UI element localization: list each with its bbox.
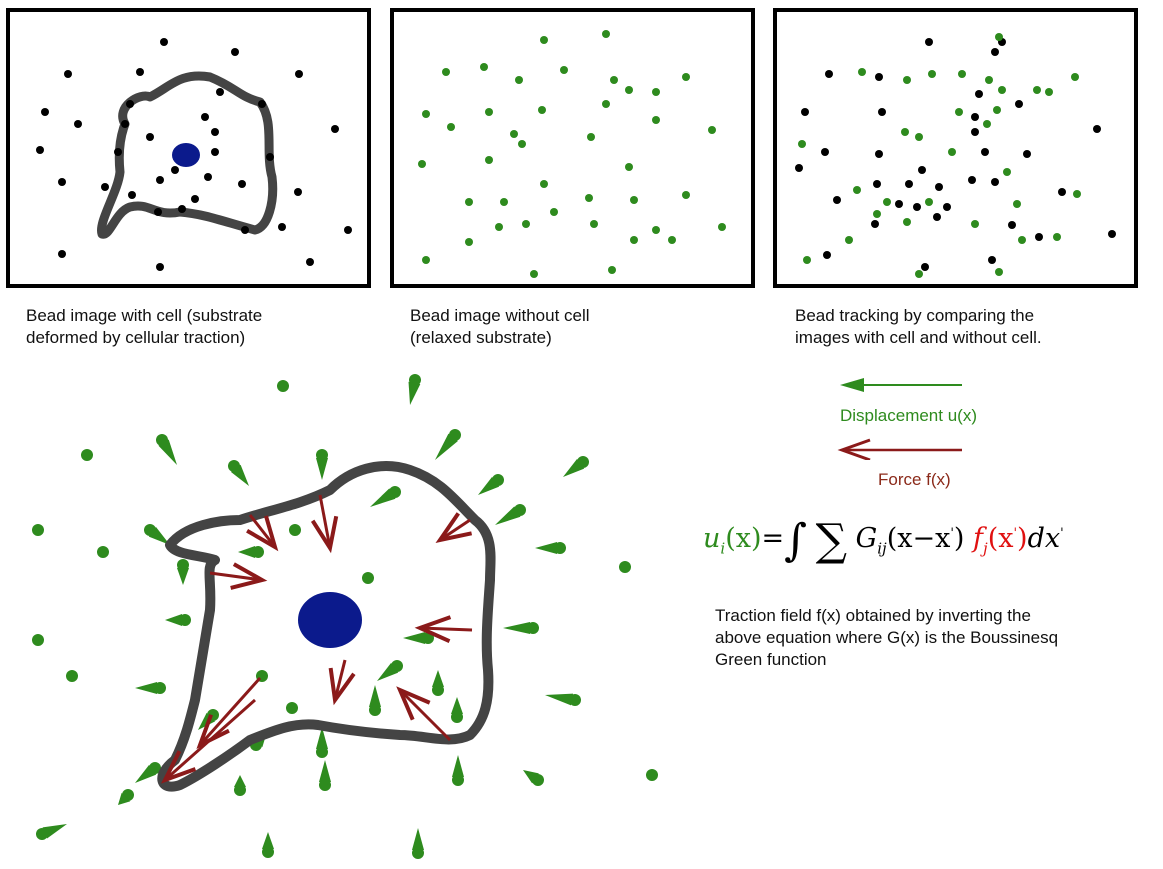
displacement-bead [369,685,381,716]
caption-with-cell: Bead image with cell (substrate deformed… [26,306,263,347]
cell-outline [97,71,278,239]
displacement-bead [535,542,566,554]
eq-G-sub: ij [877,539,887,558]
displacement-bead [451,697,463,723]
displacement-bead [262,832,274,858]
force-arrow [160,698,256,784]
displacement-bead [32,524,44,536]
tracking-green-beads [798,33,1081,278]
displacement-bead [495,504,526,525]
displacement-bead [97,546,109,558]
cell-outline-large [157,461,496,792]
eq-dx: dx [1027,523,1061,554]
displacement-bead [286,702,298,714]
eq-sum: ∑ [815,515,848,566]
displacement-bead [478,474,504,495]
eq-G-prime: ' [950,526,954,541]
displacement-bead [66,670,78,682]
bead-image-without-cell [418,30,726,278]
displacement-bead [523,770,544,786]
nucleus-large [298,592,362,648]
displacement-bead [316,449,328,480]
displacement-bead [408,374,421,405]
displacement-bead [156,434,177,465]
displacement-legend-arrow [840,378,962,392]
force-arrow [435,512,473,543]
nucleus [172,143,200,167]
bead-image-with-cell [36,38,352,271]
displacement-bead [319,760,331,791]
displacement-bead [370,486,401,507]
black-beads [36,38,352,271]
displacement-bead [619,561,631,573]
displacement-bead [32,634,44,646]
displacement-bead [412,828,424,859]
eq-u-sub: i [720,539,726,558]
traction-equation: ui(x)=∫ ∑ Gij(x−x') fj(x')dx' [703,515,1064,566]
traction-description: Traction field f(x) obtained by invertin… [715,606,1059,669]
displacement-bead [144,524,170,545]
displacement-bead [165,614,191,626]
eq-G: G [855,523,878,554]
displacement-bead [228,460,249,486]
panel-bead-tracking [773,8,1138,288]
displacement-bead [503,622,539,634]
eq-u-arg: (x) [725,523,762,554]
displacement-bead [316,727,328,758]
caption-bead-tracking: Bead tracking by comparing the images wi… [795,306,1042,347]
caption-without-cell: Bead image without cell (relaxed substra… [410,306,590,347]
force-arrow [414,615,473,643]
displacement-bead [135,762,161,783]
force-legend-arrow [837,438,962,460]
displacement-bead [377,660,403,681]
panel-with-cell [6,8,371,288]
eq-f-sub: j [983,539,988,558]
displacement-bead [238,546,264,558]
tracking-black-beads [795,38,1116,271]
force-arrow [209,562,268,590]
force-arrow [310,494,339,554]
displacement-bead [289,524,301,536]
displacement-label: Displacement u(x) [840,406,977,425]
displacement-bead [646,769,658,781]
eq-G-close: ) [953,523,965,554]
force-arrow [246,514,279,552]
green-beads [418,30,726,278]
eq-f-prime: ' [1013,526,1018,541]
eq-equals: = [761,523,785,554]
eq-f-arg: (x [987,523,1014,554]
displacement-bead [81,449,93,461]
bead-tracking-image [795,33,1116,278]
displacement-bead [177,559,189,585]
eq-u: u [703,523,721,554]
legend-arrows [837,378,962,460]
panel-without-cell [390,8,755,288]
displacement-bead [234,775,246,796]
force-arrow [396,686,452,742]
eq-G-arg: (x−x [886,523,951,554]
eq-f: f [973,523,984,554]
force-arrow [196,676,262,750]
force-label: Force f(x) [878,470,951,489]
eq-f-close: ) [1017,523,1028,554]
displacement-bead [452,755,464,786]
traction-diagram [32,374,658,859]
displacement-bead [435,429,461,460]
displacement-bead [118,789,134,805]
eq-dx-prime: ' [1060,526,1064,541]
displacement-bead [432,670,444,696]
displacement-bead [362,572,374,584]
displacement-bead [36,824,67,840]
eq-integral: ∫ [784,515,808,566]
force-arrow [328,659,356,706]
displacement-bead [545,693,581,706]
displacement-bead [135,682,166,694]
force-arrows [160,494,473,784]
displacement-bead [563,456,589,477]
displacement-bead [277,380,289,392]
